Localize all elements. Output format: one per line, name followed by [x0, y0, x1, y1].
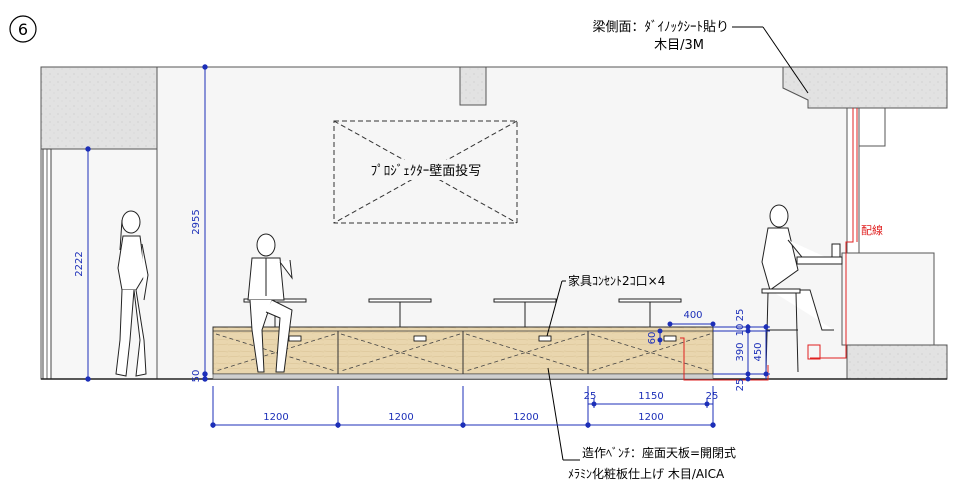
right-beam — [782, 66, 948, 109]
section-number: 6 — [18, 20, 28, 39]
dim-bench-module: 1200 — [388, 412, 413, 423]
left-concrete-column — [40, 66, 158, 150]
dim-right-stack: 450 — [753, 342, 764, 361]
dim-depth: 400 — [683, 310, 702, 321]
dim-wall-height: 2955 — [191, 209, 202, 234]
dim-side-right: 25 — [706, 391, 719, 402]
dim-right-stack: 25 — [735, 309, 746, 322]
seated-person-figure — [247, 233, 293, 373]
standing-person-figure — [115, 210, 149, 377]
dim-bench-small: 60 — [647, 332, 658, 345]
dim-bench-module: 1200 — [263, 412, 288, 423]
outlet-icon — [538, 335, 552, 342]
dim-side-left: 25 — [584, 391, 597, 402]
dim-right-stack: 25 — [735, 379, 746, 392]
dim-bench-module: 1200 — [513, 412, 538, 423]
dim-inner-width: 1150 — [638, 391, 663, 402]
beam-note-line1: 梁側面：ﾀﾞｲﾉｯｸｼｰﾄ貼り — [592, 20, 729, 35]
dim-floor-offset: 50 — [191, 370, 202, 383]
counter-person-figure — [761, 204, 843, 373]
wiring-label: 配線 — [861, 223, 883, 237]
dim-right-stack: 390 — [735, 342, 746, 361]
built-in-bench — [212, 326, 714, 380]
dim-bench-module: 1200 — [638, 412, 663, 423]
projector-label: ﾌﾟﾛｼﾞｪｸﾀｰ壁面投写 — [371, 163, 482, 179]
section-number-badge: 6 — [9, 15, 37, 43]
outlet-icon — [288, 335, 302, 342]
counter-body — [841, 252, 935, 346]
outlet-icon — [413, 335, 427, 342]
beam-note-line2: 木目/3M — [654, 38, 704, 53]
bench-note-line2: ﾒﾗﾐﾝ化粧板仕上げ 木目/AICA — [568, 467, 725, 481]
right-floor-slab — [846, 344, 948, 380]
bench-note-line1: 造作ﾍﾞﾝﾁ：座面天板=開閉式 — [582, 445, 736, 460]
ceiling-pipe-box — [459, 66, 487, 106]
outlet-note: 家具ｺﾝｾﾝﾄ2ｺ口×4 — [568, 273, 665, 288]
projector-area: ﾌﾟﾛｼﾞｪｸﾀｰ壁面投写 — [333, 120, 518, 224]
dim-right-stack: 10 — [735, 324, 746, 337]
outlet-icon — [663, 335, 677, 342]
dim-door-height: 2222 — [74, 251, 85, 276]
